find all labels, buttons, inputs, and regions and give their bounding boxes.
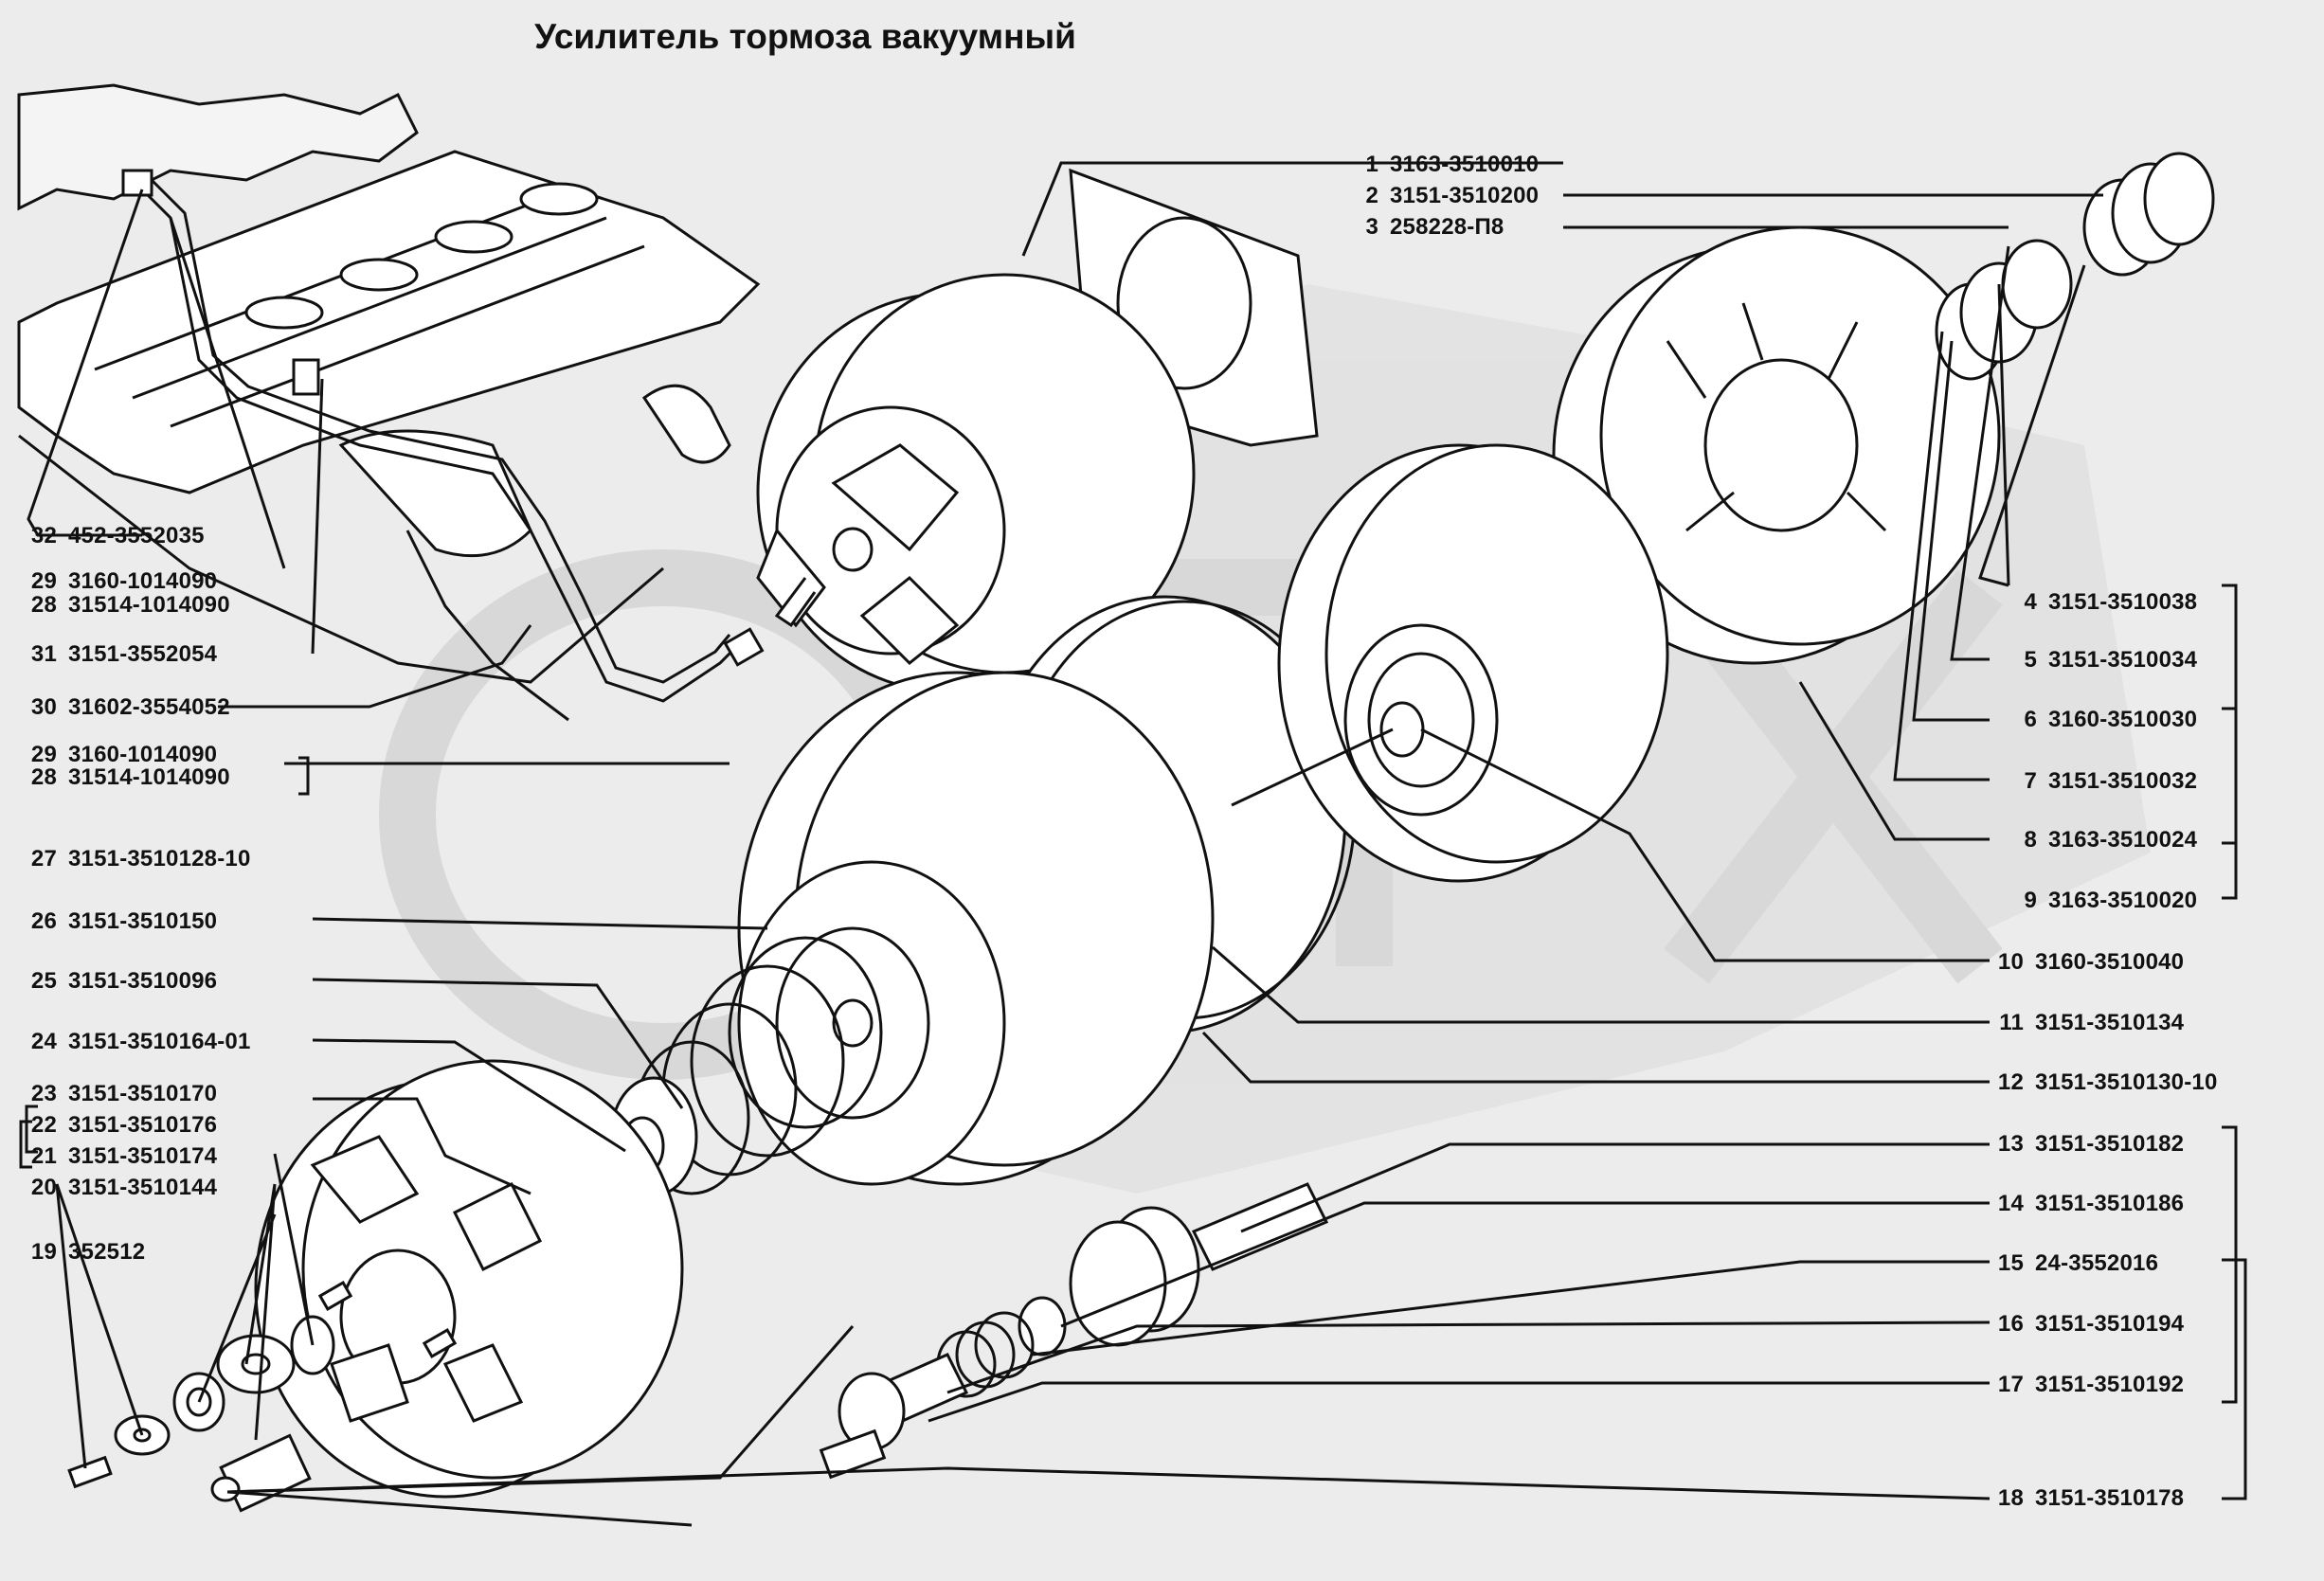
leader-lines	[27, 161, 2103, 1527]
small-parts-left-drawing	[67, 1315, 335, 1513]
diaphragm-assembly-drawing	[737, 443, 1669, 1186]
vacuum-hose-drawing	[121, 169, 765, 703]
page-title: Усилитель тормоза вакуумный	[534, 17, 1076, 56]
brackets	[19, 584, 2247, 1500]
rear-shell-drawing	[756, 168, 1319, 693]
engine-head-drawing	[17, 83, 761, 722]
shell-with-studs-drawing	[254, 1059, 684, 1499]
front-shell-drawing	[1552, 152, 2215, 665]
